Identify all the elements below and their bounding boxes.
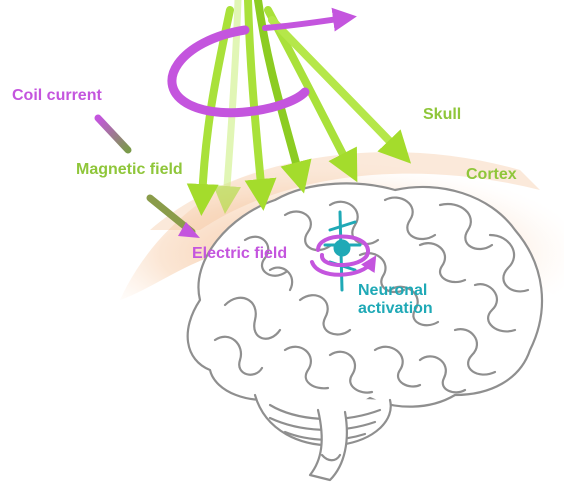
electric-field-label: Electric field: [192, 246, 287, 262]
neuronal-label-line2: activation: [358, 300, 433, 318]
coil-indicator-arrow: [98, 118, 128, 150]
skull-label: Skull: [423, 107, 461, 123]
magnetic-field-label: Magnetic field: [76, 162, 183, 178]
cortex-label: Cortex: [466, 167, 517, 183]
coil-current-label: Coil current: [12, 88, 102, 104]
neuronal-activation-label: Neuronal activation: [358, 282, 433, 319]
neuronal-label-line1: Neuronal: [358, 282, 433, 300]
brain-illustration: [188, 183, 542, 480]
